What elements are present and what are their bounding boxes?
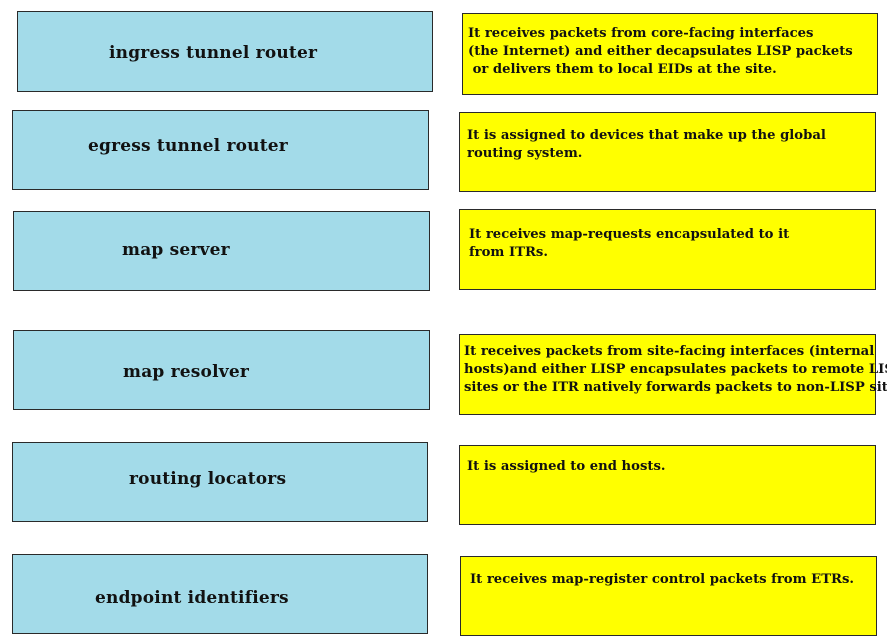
description-line: sites or the ITR natively forwards packe… — [464, 380, 887, 395]
term-box-map-server[interactable]: map server — [13, 211, 430, 291]
term-box-routing-locators[interactable]: routing locators — [12, 442, 428, 522]
description-line: It receives packets from site-facing int… — [464, 344, 875, 359]
description-text: It receives map-requests encapsulated to… — [469, 226, 789, 262]
term-label: endpoint identifiers — [95, 588, 289, 608]
term-label: egress tunnel router — [88, 136, 288, 156]
description-line: It is assigned to end hosts. — [467, 459, 666, 474]
description-box-3[interactable]: It receives map-requests encapsulated to… — [459, 209, 876, 290]
term-label: routing locators — [129, 469, 287, 489]
description-box-6[interactable]: It receives map-register control packets… — [460, 556, 877, 636]
description-text: It receives map-register control packets… — [470, 571, 854, 589]
term-label: map server — [122, 240, 230, 260]
term-label: map resolver — [123, 362, 249, 382]
term-box-endpoint-identifiers[interactable]: endpoint identifiers — [12, 554, 428, 634]
description-line: It receives packets from core-facing int… — [468, 26, 814, 41]
description-text: It is assigned to devices that make up t… — [467, 127, 826, 163]
description-box-5[interactable]: It is assigned to end hosts. — [459, 445, 876, 525]
description-text: It receives packets from core-facing int… — [468, 25, 853, 79]
description-box-1[interactable]: It receives packets from core-facing int… — [462, 13, 878, 95]
description-line: It receives map-requests encapsulated to… — [469, 227, 790, 242]
description-line: or delivers them to local EIDs at the si… — [468, 62, 777, 77]
term-label: ingress tunnel router — [109, 43, 318, 63]
description-line: It is assigned to devices that make up t… — [467, 128, 826, 143]
description-line: (the Internet) and either decapsulates L… — [468, 44, 853, 59]
description-text: It is assigned to end hosts. — [467, 458, 665, 476]
description-text: It receives packets from site-facing int… — [464, 343, 887, 397]
description-line: It receives map-register control packets… — [470, 572, 854, 587]
description-box-4[interactable]: It receives packets from site-facing int… — [459, 334, 887, 415]
term-box-map-resolver[interactable]: map resolver — [13, 330, 430, 410]
description-line: routing system. — [467, 146, 583, 161]
description-line: hosts)and either LISP encapsulates packe… — [464, 362, 887, 377]
term-box-egress-tunnel-router[interactable]: egress tunnel router — [12, 110, 429, 190]
description-line: from ITRs. — [469, 245, 548, 260]
description-box-2[interactable]: It is assigned to devices that make up t… — [459, 112, 876, 192]
term-box-ingress-tunnel-router[interactable]: ingress tunnel router — [17, 11, 433, 92]
